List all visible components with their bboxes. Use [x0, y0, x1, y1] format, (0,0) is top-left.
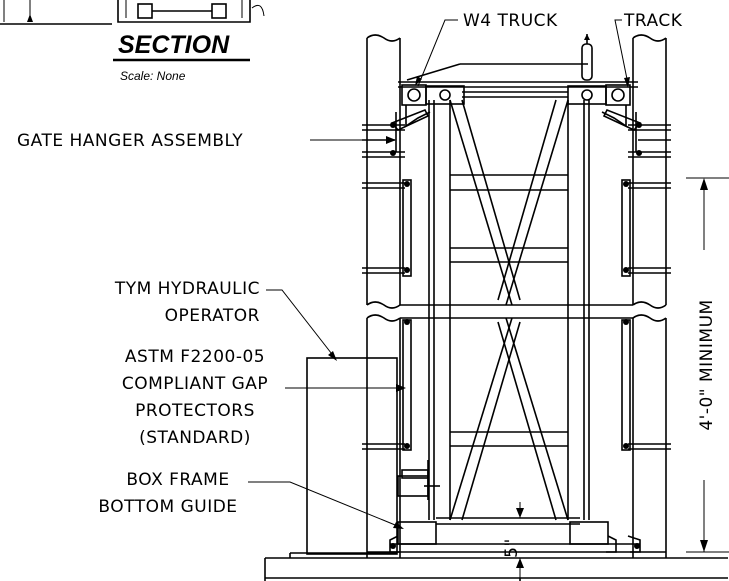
label-astm-line3: PROTECTORS [135, 401, 255, 421]
right-post [632, 34, 667, 558]
label-astm-line4: (STANDARD) [139, 428, 251, 448]
label-w4-truck: W4 TRUCK [463, 11, 558, 31]
label-box-line1: BOX FRAME [126, 470, 229, 490]
bottom-guide [264, 521, 728, 581]
label-track: TRACK [623, 11, 683, 31]
dimension-height-label: 4'-0" MINIMUM [697, 299, 717, 430]
post-clamps [362, 124, 671, 451]
label-box-line2: BOTTOM GUIDE [98, 497, 237, 517]
leader-astm [285, 384, 406, 392]
left-post [366, 34, 401, 558]
leader-tym [266, 289, 337, 361]
leader-gate-hanger [310, 136, 396, 144]
dimension-gap [516, 502, 524, 578]
label-tym-line2: OPERATOR [165, 306, 260, 326]
top-track-assembly [390, 34, 642, 156]
gate-frame [400, 99, 633, 525]
section-scale: Scale: None [120, 69, 186, 83]
section-detail-fragment [0, 0, 265, 25]
leader-w4-truck [415, 19, 458, 87]
label-astm-line2: COMPLIANT GAP [122, 374, 268, 394]
label-tym-line1: TYM HYDRAULIC [114, 279, 260, 299]
leader-track [614, 19, 630, 88]
dimension-gap-label: 5" [502, 538, 522, 558]
hydraulic-operator [289, 357, 440, 558]
label-gate-hanger-assembly: GATE HANGER ASSEMBLY [17, 131, 243, 151]
label-astm-line1: ASTM F2200-05 [125, 347, 265, 367]
section-title: SECTION [118, 31, 230, 59]
leader-box-frame [248, 481, 404, 529]
dimension-height [686, 177, 729, 553]
